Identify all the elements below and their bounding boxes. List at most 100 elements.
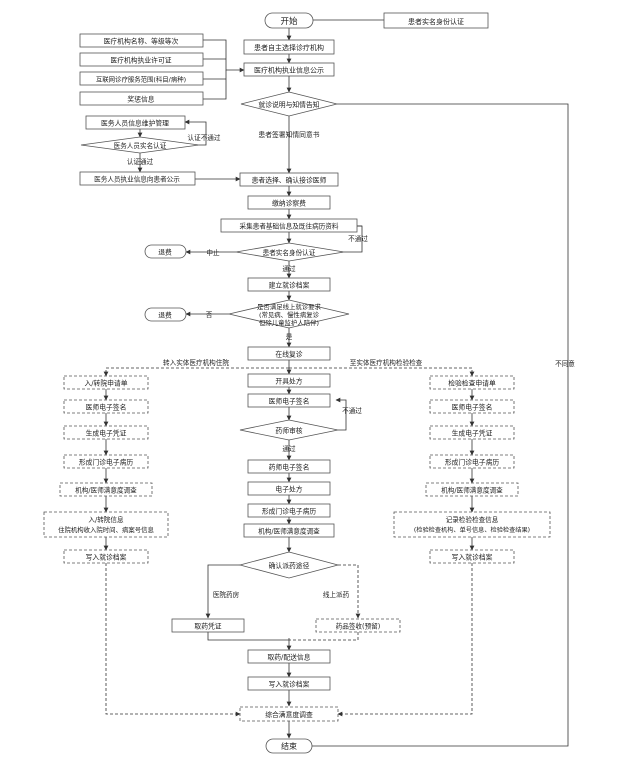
start-node: 开始 <box>280 16 298 27</box>
connectors <box>103 17 569 749</box>
choose-institution-node: 患者自主选择诊疗机构 <box>254 43 324 52</box>
staff-disclosure-shape <box>79 171 196 186</box>
edge-to-hospital <box>103 367 289 377</box>
fail1-label: 不通过 <box>348 234 368 243</box>
exam-apply-node: 检验检查申请单 <box>448 379 496 388</box>
inst-name-level-node: 医疗机构名称、等级等次 <box>104 37 179 46</box>
gen-voucher-left-node: 生成电子凭证 <box>86 429 127 438</box>
pass1-label: 通过 <box>282 264 296 273</box>
delivery-sign-shape <box>315 618 401 633</box>
online-followup-shape <box>247 346 331 361</box>
end-node-shape <box>265 738 313 754</box>
edge-pharm-fail-loop <box>335 397 347 431</box>
edge-delivery-merge <box>289 632 359 641</box>
admit-info-2: 住院机构收入院时间、病案号信息 <box>58 525 154 534</box>
inst-name-level-shape <box>79 33 204 48</box>
edge-awards-bus <box>203 70 227 100</box>
admit-apply-shape <box>63 375 149 390</box>
inst-license-node: 医疗机构执业许可证 <box>110 56 171 65</box>
staff-info-maint-node: 医务人员信息维护管理 <box>101 119 169 128</box>
edge-hospital-pharmacy <box>205 564 240 619</box>
outpatient-record-right-node: 形成门诊电子病历 <box>445 458 500 467</box>
pharm-review-node: 药师审核 <box>275 426 302 435</box>
sign-consent-label: 患者签署知情同意书 <box>258 130 319 139</box>
overall-survey-node: 综合满意度调查 <box>265 710 313 719</box>
prescribe-shape <box>247 373 331 388</box>
choose-institution-shape <box>243 39 335 55</box>
write-record-right-shape <box>429 549 515 564</box>
collect-records-shape <box>220 218 358 233</box>
gen-voucher-right-shape <box>429 425 515 440</box>
disagree-label: 不同意 <box>555 359 575 368</box>
realname-verify-shape <box>235 242 345 262</box>
edge-right-overall <box>337 563 473 717</box>
delivery-sign-node: 药品签收(预留) <box>336 622 381 631</box>
identity-verify-node: 患者实名身份认证 <box>408 17 464 26</box>
awards-node: 奖惩信息 <box>127 95 154 104</box>
write-record-left-shape <box>63 549 149 564</box>
gen-voucher-right-node: 生成电子凭证 <box>452 429 493 438</box>
doctor-sign-right-shape <box>429 399 515 414</box>
overall-survey-shape <box>239 706 339 722</box>
confirm-dispense-shape <box>238 551 340 579</box>
internet-scope-shape <box>79 71 204 86</box>
pharm-review-shape <box>239 419 339 441</box>
exam-result-2: (检验检查机构、单号信息、检验检查结果) <box>414 526 530 534</box>
pickup-info-shape <box>247 649 331 664</box>
online-followup-node: 在线复诊 <box>275 350 302 359</box>
refund2-node: 退费 <box>158 311 172 320</box>
e-prescription-node: 电子处方 <box>275 485 302 494</box>
staff-info-maint-shape <box>85 115 186 130</box>
refund2-shape <box>144 307 187 322</box>
prescribe-node: 开具处方 <box>275 377 302 386</box>
fail2-label: 不通过 <box>342 406 362 415</box>
informed-notice-node: 就诊说明与知情告知 <box>258 100 319 109</box>
outpatient-record-right-shape <box>429 454 515 469</box>
edge-voucher-merge <box>207 632 289 641</box>
realname-verify-node: 患者实名身份认证 <box>263 248 316 257</box>
admit-info-1: 入/转院信息 <box>88 515 124 524</box>
create-record-node: 建立就诊档案 <box>269 281 310 290</box>
edge-online-dispense <box>338 564 361 619</box>
patient-choose-shape <box>239 172 339 187</box>
edge-info-disclosure <box>203 39 245 73</box>
staff-realname-node: 医务人员实名认证 <box>114 141 167 150</box>
midway-label: 中止 <box>206 248 220 257</box>
online-req-2: (常见病、慢性病复诊 <box>259 310 320 319</box>
admit-apply-node: 入/转院申请单 <box>84 379 127 388</box>
online-req-3: 但除儿童监护人陪伴) <box>259 318 319 327</box>
pay-fee-node: 缴纳诊察费 <box>272 199 306 208</box>
write-record-left-node: 写入就诊档案 <box>86 553 127 562</box>
pay-fee-shape <box>247 195 331 210</box>
start-node-shape <box>264 12 314 29</box>
online-dispense-label: 线上派药 <box>323 590 350 599</box>
nodes: 开始 患者实名身份认证 患者自主选择诊疗机构 医疗机构名称、等级等次 医疗机构执… <box>43 12 575 754</box>
satisfaction-left-shape <box>59 482 153 497</box>
yes-label: 是 <box>286 333 293 341</box>
edge-verify-fail-loop <box>184 119 207 146</box>
satisfaction-left-node: 机构/医师满意度调查 <box>75 486 137 495</box>
no-label: 否 <box>206 311 213 319</box>
staff-realname-shape <box>80 136 200 154</box>
inst-disclosure-shape <box>243 62 335 77</box>
to-exam-label: 至实体医疗机构检验检查 <box>350 358 423 367</box>
online-req-1: 是否满足线上就诊要求 <box>257 302 322 311</box>
exam-apply-shape <box>429 375 515 390</box>
pharm-sign-node: 药师电子签名 <box>269 463 310 472</box>
verify-fail-label: 认证不通过 <box>188 133 221 142</box>
to-hospital-label: 转入实体医疗机构住院 <box>163 358 229 367</box>
inst-disclosure-node: 医疗机构执业信息公示 <box>254 66 324 75</box>
patient-choose-node: 患者选择、确认接诊医师 <box>252 176 327 185</box>
create-record-shape <box>247 277 331 292</box>
e-prescription-shape <box>247 481 331 496</box>
satisfaction-mid-shape <box>243 523 335 538</box>
write-record-mid-shape <box>247 676 331 691</box>
outpatient-record-mid-shape <box>247 503 331 518</box>
doctor-sign-left-shape <box>63 399 149 414</box>
end-node: 结束 <box>281 741 297 751</box>
verify-pass-label: 认证通过 <box>127 157 154 166</box>
write-record-mid-node: 写入就诊档案 <box>269 680 310 689</box>
inst-license-shape <box>79 52 204 67</box>
pharm-sign-shape <box>247 459 331 474</box>
edge-left-overall <box>105 563 241 717</box>
